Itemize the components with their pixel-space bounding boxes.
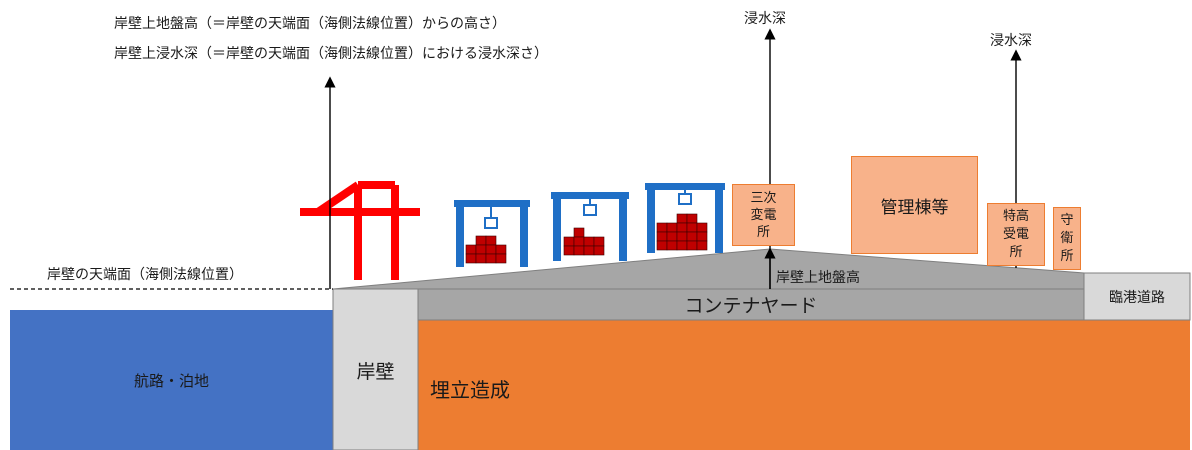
substation-special-line1: 特高: [1002, 208, 1029, 224]
substation-tertiary-line3: 所: [756, 224, 770, 240]
container-yard-label: コンテナヤード: [418, 289, 1084, 320]
note-line-2: 岸壁上浸水深（＝岸壁の天端面（海側法線位置）における浸水深さ）: [114, 46, 548, 62]
container-stack-3: [656, 213, 708, 251]
management-building-label: 管理棟等: [880, 197, 949, 218]
substation-special-building: 特高 受電 所: [987, 203, 1045, 266]
port-road-label: 臨港道路: [1084, 273, 1190, 320]
substation-tertiary-line1: 三次: [750, 190, 777, 206]
substation-special-line2: 受電: [1002, 226, 1029, 242]
channel-text: 航路・泊地: [133, 371, 209, 390]
channel-area: [10, 310, 333, 450]
yard-crane-3: [645, 183, 725, 253]
management-building: 管理棟等: [851, 156, 978, 254]
reclaimed-land-area: [418, 320, 1190, 450]
substation-tertiary-building: 三次 変電 所: [732, 184, 795, 246]
port-road-box: [1083, 272, 1191, 321]
container-yard-text: コンテナヤード: [684, 295, 818, 317]
red-quay-crane: [300, 181, 420, 280]
inundation-depth-label-2: 浸水深: [990, 33, 1032, 49]
yard-crane-1: [454, 200, 530, 267]
container-yard-band: [417, 288, 1085, 321]
channel-label: 航路・泊地: [10, 360, 333, 400]
inundation-depth-label-1: 浸水深: [744, 11, 786, 27]
guard-post-building: 守 衛 所: [1053, 207, 1081, 270]
note-line-1: 岸壁上地盤高（＝岸壁の天端面（海側法線位置）からの高さ）: [114, 16, 506, 32]
ground-surface: [332, 248, 1085, 290]
reclaimed-land-label: 埋立造成: [430, 378, 510, 402]
guard-post-line1: 守: [1060, 212, 1074, 228]
quay-wall-text: 岸壁: [356, 360, 395, 383]
crown-level-label: 岸壁の天端面（海側法線位置）: [47, 267, 243, 283]
substation-tertiary-line2: 変電: [750, 207, 777, 223]
container-stack-1: [465, 235, 507, 264]
quay-wall-block: [332, 288, 419, 450]
ground-height-label: 岸壁上地盤高: [776, 270, 860, 286]
guard-post-line2: 衛: [1060, 230, 1074, 246]
substation-special-line3: 所: [1009, 244, 1023, 260]
yard-crane-2: [551, 192, 629, 261]
port-road-text: 臨港道路: [1109, 289, 1165, 306]
container-stack-2: [563, 227, 605, 256]
guard-post-line3: 所: [1060, 248, 1074, 264]
quay-wall-label: 岸壁: [333, 350, 418, 390]
